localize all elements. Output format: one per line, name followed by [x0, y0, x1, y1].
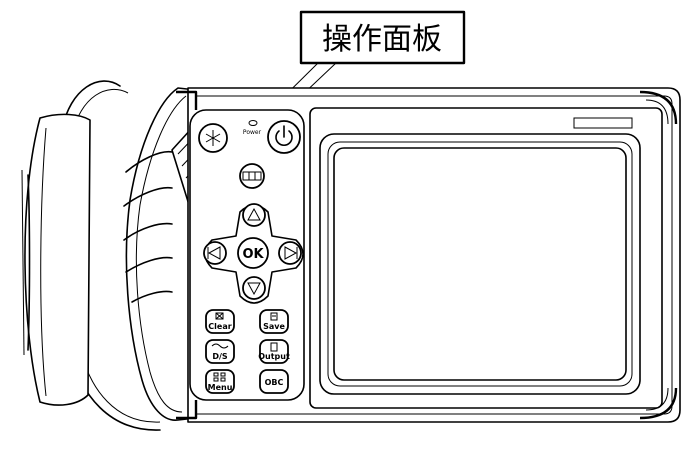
dis-label: D/S [212, 352, 228, 361]
obc-button[interactable]: OBC [259, 369, 289, 394]
body-inner-outline [196, 95, 673, 415]
body-outline [187, 87, 681, 423]
grip-ridge-4 [125, 256, 173, 273]
wave-icon [211, 343, 229, 349]
menu-label: Menu [208, 383, 233, 392]
backlight-button[interactable] [198, 123, 228, 153]
clear-label: Clear [208, 322, 231, 331]
bumper-top-right [639, 90, 678, 125]
ok-button[interactable]: OK [237, 237, 269, 269]
power-indicator: Power [243, 120, 262, 136]
power-button[interactable] [267, 120, 301, 154]
callout-box [299, 10, 466, 65]
screen-area [309, 107, 663, 409]
right-button[interactable] [278, 241, 302, 265]
power-icon [275, 125, 293, 146]
save-icon [270, 312, 278, 321]
brand-plate [573, 117, 633, 129]
hand-strap [21, 80, 161, 431]
grip-ridge-2 [123, 186, 173, 207]
obc-label: OBC [265, 378, 284, 387]
ok-label: OK [242, 247, 264, 262]
triangle-left-icon [207, 246, 221, 260]
grip-contour [135, 95, 187, 413]
screen-bezel [319, 133, 641, 395]
triangle-down-icon [247, 282, 261, 296]
strap-pad [24, 113, 91, 406]
strap-pad-seam [27, 174, 31, 351]
grip-ridge-5 [131, 290, 173, 303]
output-icon [270, 342, 278, 352]
function-button[interactable] [239, 163, 265, 189]
triangle-right-icon [284, 246, 298, 260]
output-label: Output [258, 352, 290, 361]
strap-pad-seam-2 [21, 169, 25, 356]
display-mode-icon [242, 171, 262, 181]
bumper-bottom-left [176, 400, 198, 420]
callout-label: 操作面板 [322, 22, 442, 57]
output-button[interactable]: Output [258, 339, 290, 364]
strap-pad-edge [40, 127, 47, 397]
grip-ridge-3 [123, 222, 173, 241]
bumper-top-left [176, 90, 198, 110]
save-label: Save [263, 322, 285, 331]
clear-button[interactable]: Clear [205, 309, 235, 334]
left-button[interactable] [203, 241, 227, 265]
clear-icon [215, 312, 224, 320]
menu-button[interactable]: Menu [205, 369, 235, 394]
grip-ridge-1 [125, 150, 173, 173]
display-screen [333, 147, 627, 381]
down-button[interactable] [242, 276, 266, 300]
triangle-up-icon [247, 207, 261, 221]
device-body [176, 87, 681, 423]
dis-button[interactable]: D/S [205, 339, 235, 364]
screen-bezel-outer [309, 107, 663, 409]
bumper-bottom-right [639, 387, 678, 420]
power-indicator-label: Power [243, 129, 262, 136]
snowflake-icon [205, 130, 221, 146]
screen-bezel-inner [327, 141, 633, 387]
grid-icon [213, 372, 226, 382]
control-panel: Power [189, 109, 305, 401]
up-button[interactable] [242, 203, 266, 227]
save-button[interactable]: Save [259, 309, 289, 334]
